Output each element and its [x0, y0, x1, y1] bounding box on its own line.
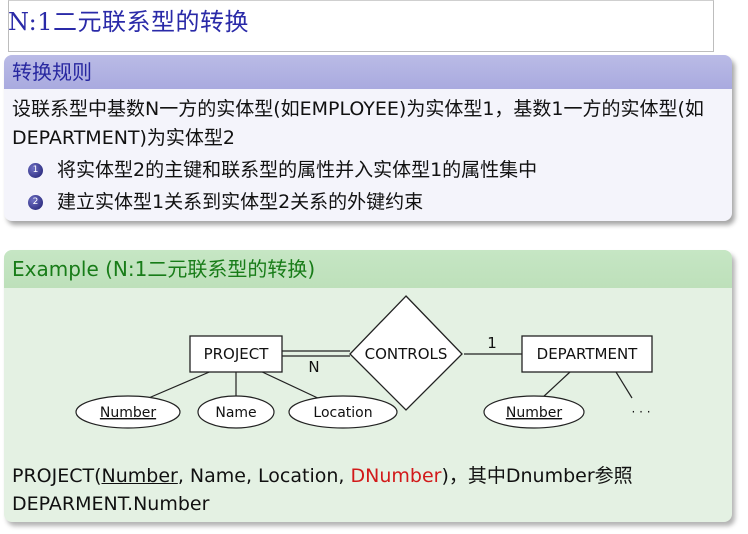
- relationship-diamond: [349, 295, 463, 411]
- er-diagram: PROJECT DEPARTMENT CONTROLS N 1 Number N…: [75, 295, 653, 429]
- relationship-label: CONTROLS: [365, 345, 448, 363]
- cardinality-1: 1: [487, 334, 497, 352]
- attr-line: [615, 371, 633, 399]
- frame-title-box: [8, 0, 714, 52]
- caption-primary-key: Number: [101, 465, 178, 487]
- page-title: N:1二元联系型的转换: [8, 8, 249, 36]
- attr-location-label: Location: [313, 405, 372, 421]
- example-block-title: Example (N:1二元联系型的转换): [4, 250, 732, 288]
- rule-block-body: 设联系型中基数N一方的实体型(如EMPLOYEE)为实体型1，基数1一方的实体型…: [4, 89, 732, 217]
- attr-line: [143, 369, 215, 401]
- rule-item-text: 将实体型2的主键和联系型的属性并入实体型1的属性集中: [57, 159, 538, 181]
- attr-ellipse-number: [75, 395, 181, 429]
- rule-block-title: 转换规则: [4, 55, 732, 89]
- rule-item: 2 建立实体型1关系到实体型2关系的外键约束: [12, 188, 724, 217]
- bullet-number: 2: [28, 195, 43, 210]
- attr-ellipsis: · · ·: [631, 405, 650, 419]
- rule-block: 转换规则 设联系型中基数N一方的实体型(如EMPLOYEE)为实体型1，基数1一…: [4, 55, 732, 221]
- caption-part: )，其中Dnumber参照DEPARMENT.Number: [12, 465, 633, 515]
- bullet-number: 1: [28, 163, 43, 178]
- entity-department-box: [521, 335, 653, 373]
- caption-part: PROJECT(: [12, 465, 102, 487]
- attr-line: [257, 369, 323, 401]
- rule-item-text: 建立实体型1关系到实体型2关系的外键约束: [57, 191, 424, 213]
- rule-item: 1 将实体型2的主键和联系型的属性并入实体型1的属性集中: [12, 156, 724, 185]
- caption-part: , Name, Location,: [177, 465, 351, 487]
- caption-foreign-key: DNumber: [350, 465, 442, 487]
- attr-ellipse-location: [288, 395, 398, 429]
- example-block: Example (N:1二元联系型的转换) PROJECT DEPARTMENT…: [4, 250, 732, 522]
- attr-number-label: Number: [100, 405, 156, 421]
- entity-project-label: PROJECT: [204, 345, 270, 363]
- rule-intro: 设联系型中基数N一方的实体型(如EMPLOYEE)为实体型1，基数1一方的实体型…: [12, 98, 704, 149]
- attr-name-label: Name: [215, 405, 256, 421]
- entity-department-label: DEPARTMENT: [537, 345, 639, 363]
- relation-schema-caption: PROJECT(Number, Name, Location, DNumber)…: [12, 462, 672, 518]
- attr-line: [541, 371, 571, 399]
- entity-project-box: [189, 335, 283, 373]
- attr-dept-number-label: Number: [506, 405, 562, 421]
- attr-ellipse-name: [197, 395, 275, 429]
- cardinality-n: N: [308, 358, 319, 376]
- attr-ellipse-dept-number: [483, 395, 585, 429]
